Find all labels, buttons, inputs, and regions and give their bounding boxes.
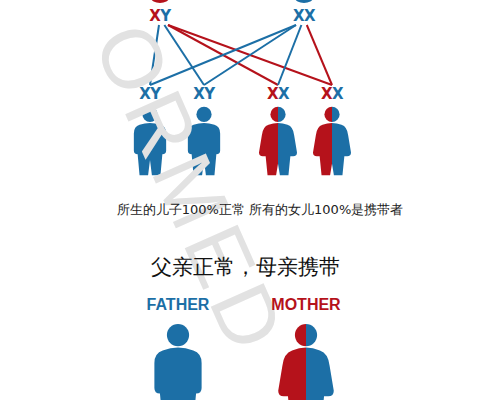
genotype-text: XX xyxy=(293,8,315,24)
genotype-text: XY xyxy=(149,8,170,24)
genotype-text: XX xyxy=(321,86,343,102)
inheritance-line xyxy=(307,25,332,85)
mother-label: MOTHER xyxy=(271,296,340,314)
daughter-figure xyxy=(259,107,297,175)
genotype-node: XY xyxy=(191,86,216,102)
father-label: FATHER xyxy=(147,296,210,314)
genotype-text: XY xyxy=(193,86,214,102)
genotype-node: XX xyxy=(265,86,291,102)
parent-figure-top xyxy=(151,0,169,3)
subtitle-text: 父亲正常，母亲携带 xyxy=(151,253,340,281)
genotype-node: XY xyxy=(147,8,172,24)
daughter-figure xyxy=(313,107,351,175)
note-text: 所生的儿子100%正常 所有的女儿100%是携带者 xyxy=(117,201,403,219)
inheritance-line xyxy=(278,25,301,85)
genotype-node: XX xyxy=(291,8,317,24)
genotype-text: XY xyxy=(139,86,160,102)
genotype-text: XX xyxy=(267,86,289,102)
parent-figure-top xyxy=(295,0,313,3)
genotype-node: XX xyxy=(319,86,345,102)
genotype-node: XY xyxy=(137,86,162,102)
father-figure xyxy=(154,324,201,400)
